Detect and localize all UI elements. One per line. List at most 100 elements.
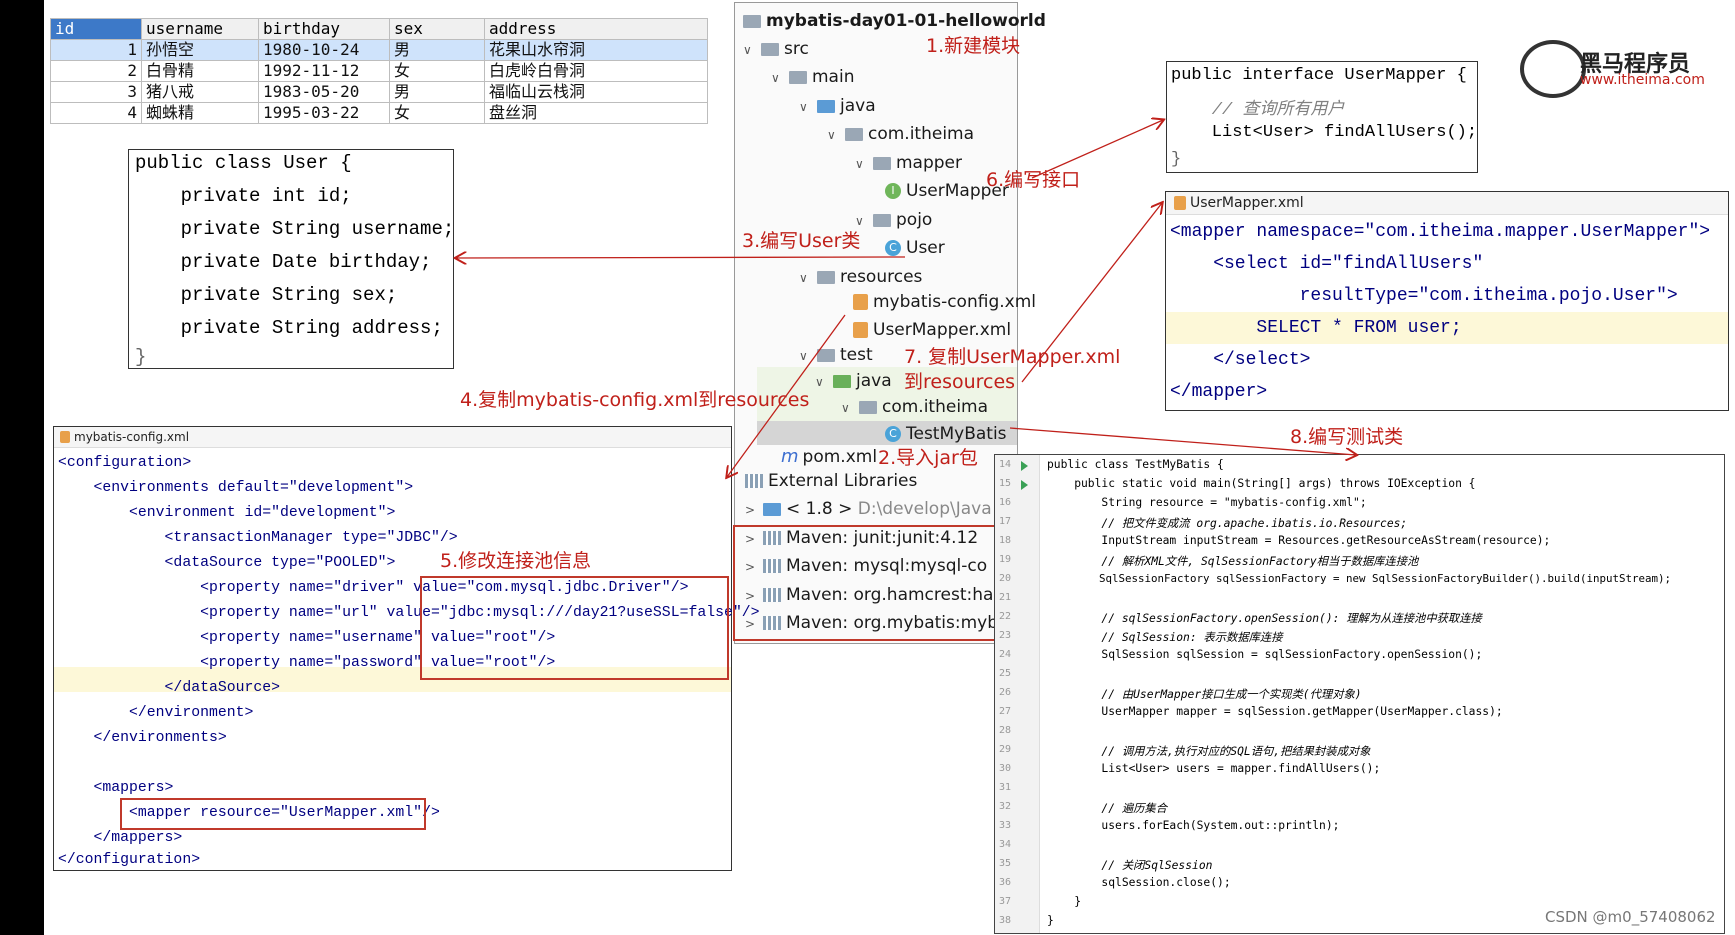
folder-icon <box>789 70 807 84</box>
code-line: </select> <box>1170 350 1311 370</box>
line-number: 30 <box>999 763 1012 774</box>
source-folder-icon <box>817 99 835 113</box>
tree-label: test <box>840 345 873 365</box>
code-line: <select id="findAllUsers" <box>1170 254 1484 274</box>
tree-item-external-libraries[interactable]: External Libraries <box>745 469 917 493</box>
tree-item-usermapper-xml[interactable]: UserMapper.xml <box>853 318 1011 342</box>
tree-item-maven-mybatis[interactable]: >Maven: org.mybatis:myb <box>745 611 998 635</box>
tree-item-test[interactable]: ∨test <box>799 343 873 367</box>
tree-item-java[interactable]: ∨java <box>799 94 876 118</box>
table-row[interactable]: 3 猪八戒 1983-05-20 男 福临山云栈洞 <box>50 81 708 103</box>
panel-title: mybatis-config.xml <box>74 430 190 444</box>
folder-icon <box>743 14 761 28</box>
code-line: List<User> findAllUsers(); <box>1171 123 1478 142</box>
tree-label: resources <box>840 267 923 287</box>
library-icon <box>763 588 781 602</box>
code-line: <property name="username" value="root"/> <box>58 630 556 646</box>
tree-item-test-java[interactable]: ∨java <box>815 369 892 393</box>
code-line: // 调用方法,执行对应的SQL语句,把结果封装成对象 <box>1047 745 1371 758</box>
cell-sex: 男 <box>389 39 485 61</box>
col-header-username: username <box>141 18 259 40</box>
cell-address: 盘丝洞 <box>484 102 708 124</box>
table-row[interactable]: 1 孙悟空 1980-10-24 男 花果山水帘洞 <box>50 39 708 61</box>
panel-title: UserMapper.xml <box>1190 195 1304 211</box>
tree-item-mybatis-config[interactable]: mybatis-config.xml <box>853 290 1036 314</box>
panel-titlebar <box>54 427 731 448</box>
code-line: } <box>1171 150 1182 169</box>
tree-label: src <box>784 39 809 59</box>
tree-item-jdk[interactable]: >< 1.8 > D:\develop\Java <box>745 497 992 521</box>
tree-item-maven-mysql[interactable]: >Maven: mysql:mysql-co <box>745 554 987 578</box>
annotation-step-7b: 到resources <box>904 371 1016 393</box>
tree-label: mapper <box>896 153 963 173</box>
tree-item-main[interactable]: ∨main <box>771 65 854 89</box>
code-line: // 关闭SqlSession <box>1047 859 1213 872</box>
code-line: </mapper> <box>1170 382 1268 402</box>
tree-label: com.itheima <box>882 397 989 417</box>
arrow-test-class <box>1009 427 1356 455</box>
code-line: </configuration> <box>58 852 201 868</box>
code-line: // 解析XML文件, SqlSessionFactory相当于数据库连接池 <box>1047 555 1419 568</box>
tree-root[interactable]: mybatis-day01-01-helloworld <box>743 9 1046 33</box>
line-number: 32 <box>999 801 1012 812</box>
tree-item-test-package[interactable]: ∨com.itheima <box>841 395 988 419</box>
test-folder-icon <box>833 374 851 388</box>
table-row[interactable]: 2 白骨精 1992-11-12 女 白虎岭白骨洞 <box>50 60 708 82</box>
cell-username: 孙悟空 <box>141 39 259 61</box>
tree-item-src[interactable]: ∨src <box>743 37 809 61</box>
chevron-down-icon: ∨ <box>855 214 864 228</box>
code-line: InputStream inputStream = Resources.getR… <box>1047 534 1551 547</box>
code-line: // 把文件变成流 org.apache.ibatis.io.Resources… <box>1047 517 1408 530</box>
line-number: 36 <box>999 877 1012 888</box>
tree-item-maven-junit[interactable]: >Maven: junit:junit:4.12 <box>745 526 978 550</box>
tree-label: TestMyBatis <box>906 424 1007 444</box>
cell-address: 福临山云栈洞 <box>484 81 708 103</box>
tree-item-package[interactable]: ∨com.itheima <box>827 122 974 146</box>
table-header-row: id username birthday sex address <box>50 18 708 40</box>
package-icon <box>859 400 877 414</box>
code-line: resultType="com.itheima.pojo.User"> <box>1170 286 1678 306</box>
tree-label: External Libraries <box>768 471 918 491</box>
line-number: 22 <box>999 611 1012 622</box>
tree-item-maven-hamcrest[interactable]: >Maven: org.hamcrest:ha <box>745 583 993 607</box>
table-row[interactable]: 4 蜘蛛精 1995-03-22 女 盘丝洞 <box>50 102 708 124</box>
line-number: 31 <box>999 782 1012 793</box>
code-line: private String sex; <box>135 284 398 306</box>
tree-item-user[interactable]: C User <box>885 236 945 260</box>
tree-label: java <box>856 371 892 391</box>
code-line: SELECT * FROM user; <box>1170 318 1462 338</box>
code-line: public class TestMyBatis { <box>1047 458 1224 471</box>
tree-item-resources[interactable]: ∨resources <box>799 265 922 289</box>
line-number: 21 <box>999 592 1012 603</box>
package-icon <box>873 213 891 227</box>
cell-birthday: 1995-03-22 <box>258 102 390 124</box>
line-number: 37 <box>999 896 1012 907</box>
tree-label: < 1.8 > <box>786 499 853 519</box>
tree-label: Maven: org.hamcrest:ha <box>786 585 994 605</box>
code-line: <environments default="development"> <box>58 480 414 496</box>
chevron-down-icon: ∨ <box>771 71 780 85</box>
tree-item-mapper[interactable]: ∨mapper <box>855 151 962 175</box>
run-icon[interactable] <box>1021 461 1028 471</box>
resources-folder-icon <box>817 270 835 284</box>
cell-username: 猪八戒 <box>141 81 259 103</box>
code-line: <property name="url" value="jdbc:mysql:/… <box>58 605 760 621</box>
code-line: SqlSessionFactory sqlSessionFactory = ne… <box>1047 572 1672 585</box>
annotation-step-2: 2.导入jar包 <box>878 447 978 469</box>
class-icon: C <box>885 240 901 256</box>
library-icon <box>745 474 763 488</box>
annotation-step-4: 4.复制mybatis-config.xml到resources <box>460 389 810 411</box>
tree-label: mybatis-day01-01-helloworld <box>766 11 1046 31</box>
code-line: String resource = "mybatis-config.xml"; <box>1047 496 1367 509</box>
chevron-down-icon: ∨ <box>799 100 808 114</box>
run-icon[interactable] <box>1021 480 1028 490</box>
code-line: <mapper resource="UserMapper.xml"/> <box>58 805 440 821</box>
logo-horse-icon <box>1520 40 1586 98</box>
tree-label: User <box>906 238 945 258</box>
interface-code: public interface UserMapper { // 查询所有用户 … <box>1166 61 1478 173</box>
line-number: 19 <box>999 554 1012 565</box>
tree-item-pojo[interactable]: ∨pojo <box>855 208 932 232</box>
